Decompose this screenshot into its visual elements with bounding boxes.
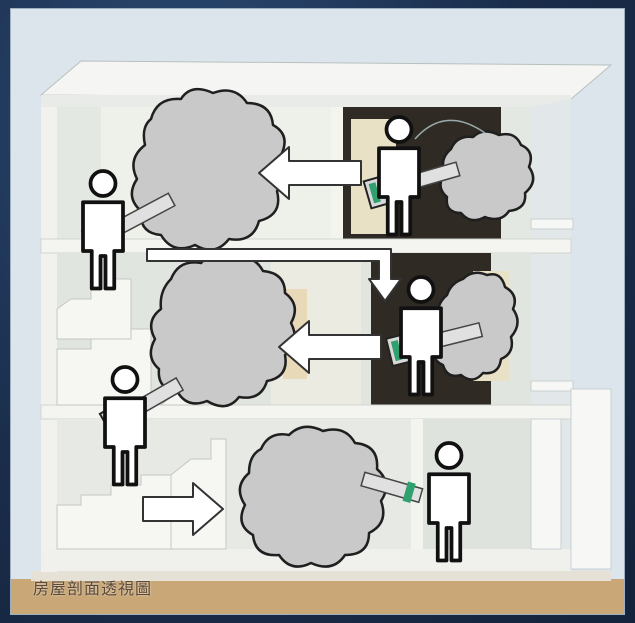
smoke-cloud-icon: [240, 427, 386, 567]
roof-edge: [41, 95, 571, 107]
diagram-frame: 房屋剖面透視圖: [10, 8, 625, 615]
diagram-caption: 房屋剖面透視圖: [33, 575, 152, 599]
house-section-diagram: [11, 9, 624, 614]
roof-slab: [41, 61, 611, 99]
left-wall: [41, 107, 57, 572]
